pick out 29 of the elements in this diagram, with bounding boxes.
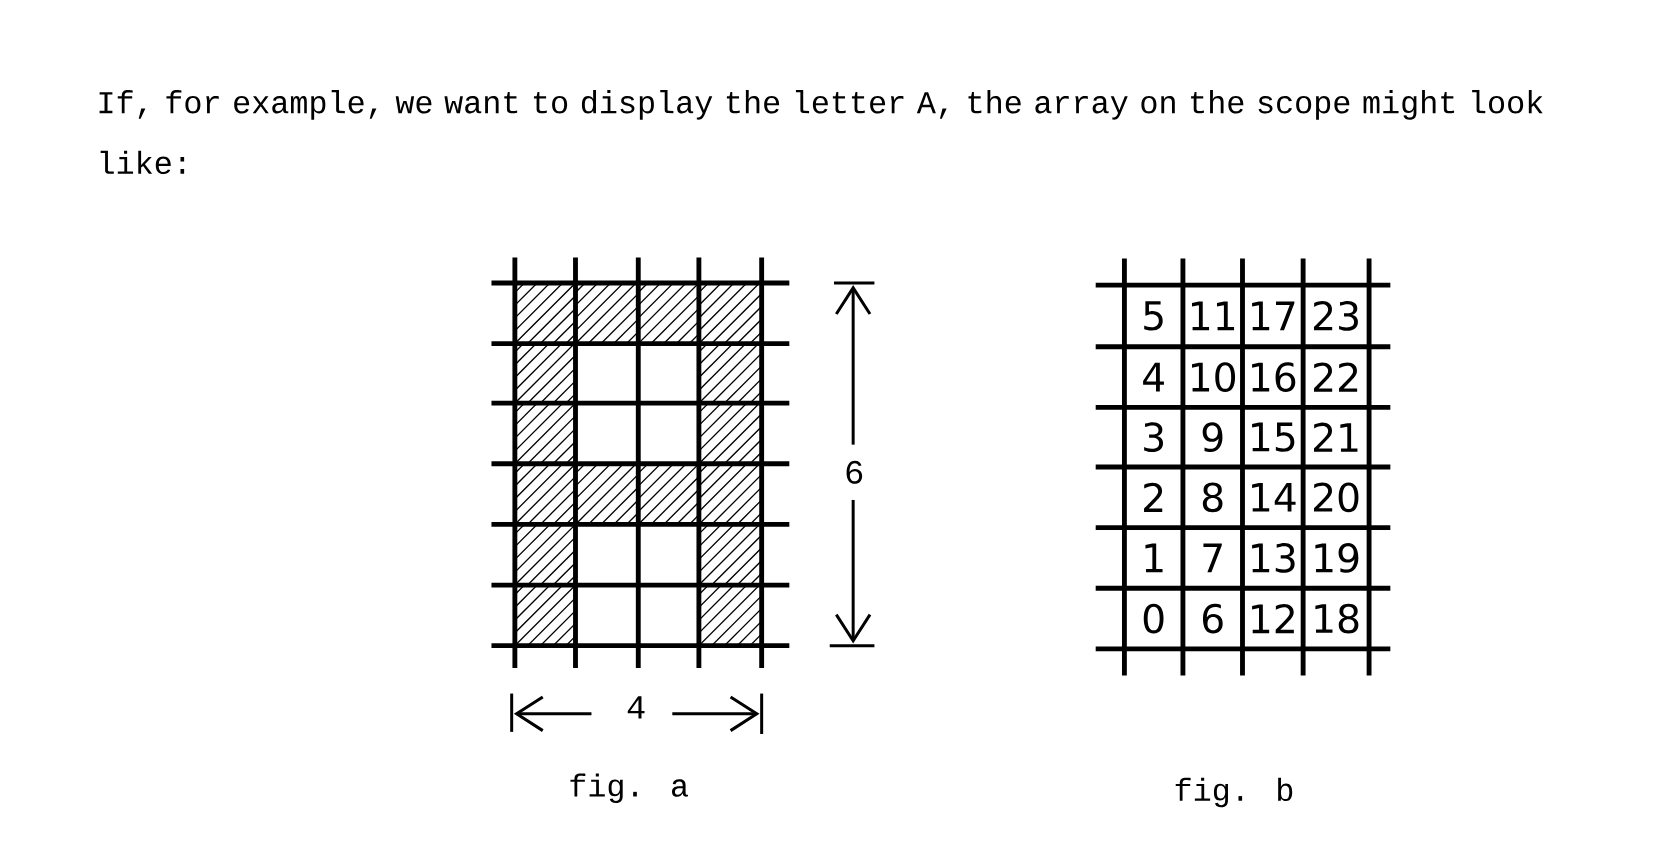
figure-caption: fig. b bbox=[1175, 777, 1293, 808]
dimension-label: 4 bbox=[627, 696, 645, 719]
cell-number: 16 bbox=[1252, 362, 1296, 392]
cell-number: 22 bbox=[1314, 362, 1358, 392]
cell-number: 18 bbox=[1315, 603, 1359, 634]
cell-number: 3 bbox=[1144, 422, 1163, 453]
cell-number: 5 bbox=[1144, 301, 1163, 331]
cell-number: 15 bbox=[1252, 422, 1295, 452]
cell-number: 6 bbox=[1202, 603, 1223, 634]
cell-number: 19 bbox=[1315, 543, 1359, 573]
cell-number: 10 bbox=[1192, 362, 1236, 392]
paragraph-text: If, for example, we want to display the letter A, the array on the scope might look like: bbox=[99, 90, 1543, 175]
cell-number: 8 bbox=[1202, 482, 1223, 513]
cell-number: 21 bbox=[1314, 422, 1358, 452]
cell-number: 12 bbox=[1252, 604, 1294, 634]
cell-number: 14 bbox=[1252, 483, 1296, 512]
cell-number: 13 bbox=[1252, 543, 1295, 573]
cell-number: 4 bbox=[1143, 362, 1164, 392]
cell-number: 17 bbox=[1252, 301, 1295, 331]
cell-number: 7 bbox=[1203, 543, 1222, 573]
figure-caption: fig. a bbox=[570, 773, 689, 804]
cell-number: 1 bbox=[1145, 543, 1163, 573]
cell-number: 23 bbox=[1314, 301, 1358, 331]
dimension-label: 6 bbox=[846, 460, 863, 484]
cell-number: 9 bbox=[1202, 422, 1223, 453]
cell-number: 2 bbox=[1144, 482, 1163, 512]
cell-number: 20 bbox=[1314, 482, 1359, 513]
cell-number: 0 bbox=[1143, 603, 1164, 634]
cell-number: 11 bbox=[1192, 301, 1235, 331]
